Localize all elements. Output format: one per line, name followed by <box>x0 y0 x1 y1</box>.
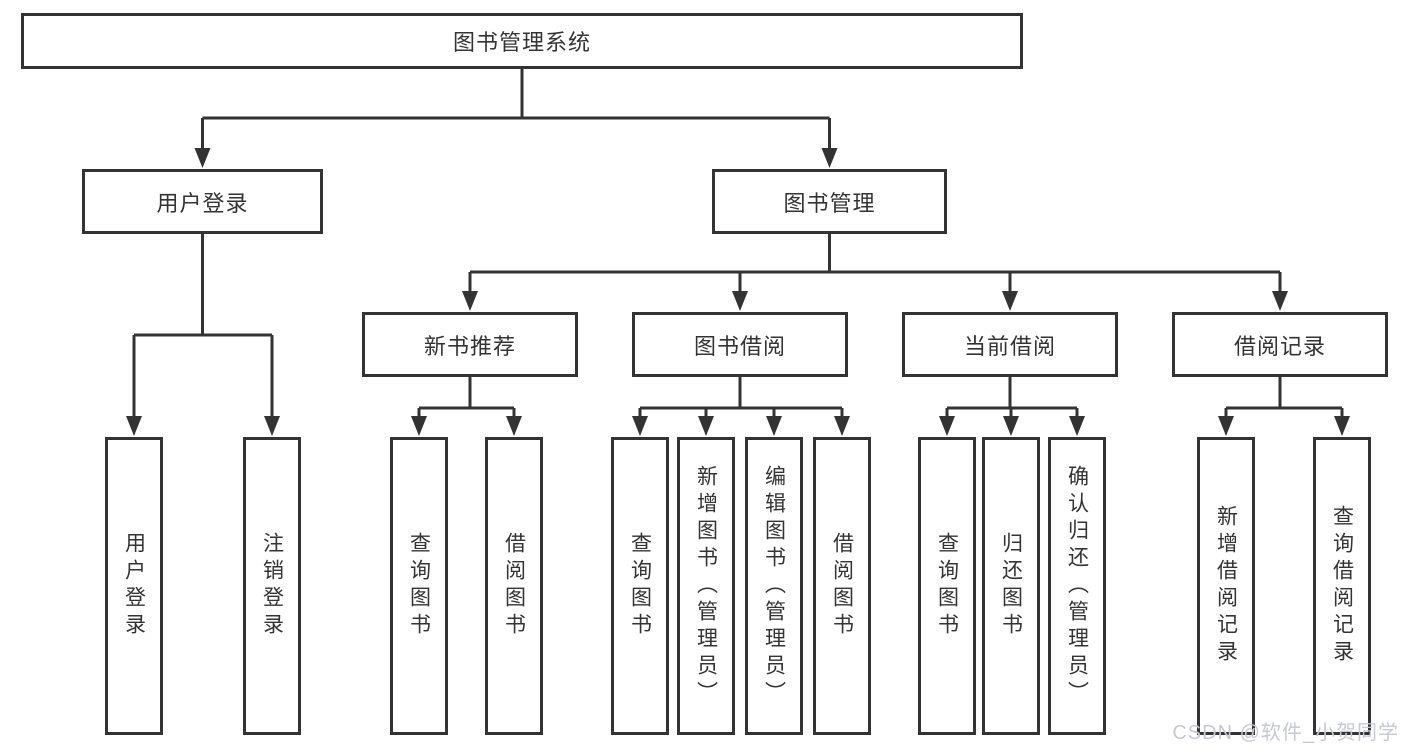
node-current-borrow: 当前借阅 <box>902 312 1118 377</box>
leaf-confirm-return-admin: 确认归还（管理员） <box>1048 437 1106 735</box>
connector-borrow-record-split <box>1218 377 1350 436</box>
connector-book-management-split <box>462 234 1288 311</box>
leaf-add-book-admin: 新增图书（管理员） <box>677 437 735 735</box>
connector-current-borrow-split <box>939 377 1085 436</box>
connector-root-split <box>194 69 838 168</box>
leaf-label: 归还图书 <box>999 532 1023 640</box>
node-book-management: 图书管理 <box>712 169 947 234</box>
csdn-watermark: CSDN @软件_小贺同学 <box>1172 722 1399 744</box>
node-book-borrow: 图书借阅 <box>632 312 848 377</box>
leaf-query-books-recommend: 查询图书 <box>390 437 448 735</box>
leaf-return-book: 归还图书 <box>982 437 1040 735</box>
leaf-label: 查询图书 <box>935 532 959 640</box>
connector-new-book-split <box>411 377 522 436</box>
leaf-edit-book-admin: 编辑图书（管理员） <box>745 437 803 735</box>
leaf-query-borrow-record: 查询借阅记录 <box>1313 437 1371 735</box>
leaf-label: 借阅图书 <box>830 532 854 640</box>
leaf-user-login: 用户登录 <box>105 437 163 735</box>
leaf-label: 查询图书 <box>628 532 652 640</box>
leaf-label: 确认归还（管理员） <box>1065 464 1089 708</box>
leaf-label: 用户登录 <box>122 532 146 640</box>
leaf-query-books-current: 查询图书 <box>918 437 976 735</box>
node-borrow-records: 借阅记录 <box>1172 312 1388 377</box>
leaf-label: 新增图书（管理员） <box>694 464 718 708</box>
leaf-borrow-books-recommend: 借阅图书 <box>485 437 543 735</box>
leaf-label: 编辑图书（管理员） <box>762 464 786 708</box>
leaf-label: 新增借阅记录 <box>1214 505 1238 667</box>
node-new-book-recommend: 新书推荐 <box>362 312 578 377</box>
leaf-label: 注销登录 <box>260 532 284 640</box>
leaf-borrow-books: 借阅图书 <box>813 437 871 735</box>
leaf-add-borrow-record: 新增借阅记录 <box>1197 437 1255 735</box>
leaf-query-books-borrow: 查询图书 <box>611 437 669 735</box>
leaf-label: 借阅图书 <box>502 532 526 640</box>
node-system-root: 图书管理系统 <box>21 13 1023 69</box>
leaf-label: 查询借阅记录 <box>1330 505 1354 667</box>
connector-user-login-split <box>126 234 280 436</box>
node-user-login: 用户登录 <box>82 169 323 234</box>
leaf-logout: 注销登录 <box>243 437 301 735</box>
connector-book-borrow-split <box>632 377 850 436</box>
leaf-label: 查询图书 <box>407 532 431 640</box>
